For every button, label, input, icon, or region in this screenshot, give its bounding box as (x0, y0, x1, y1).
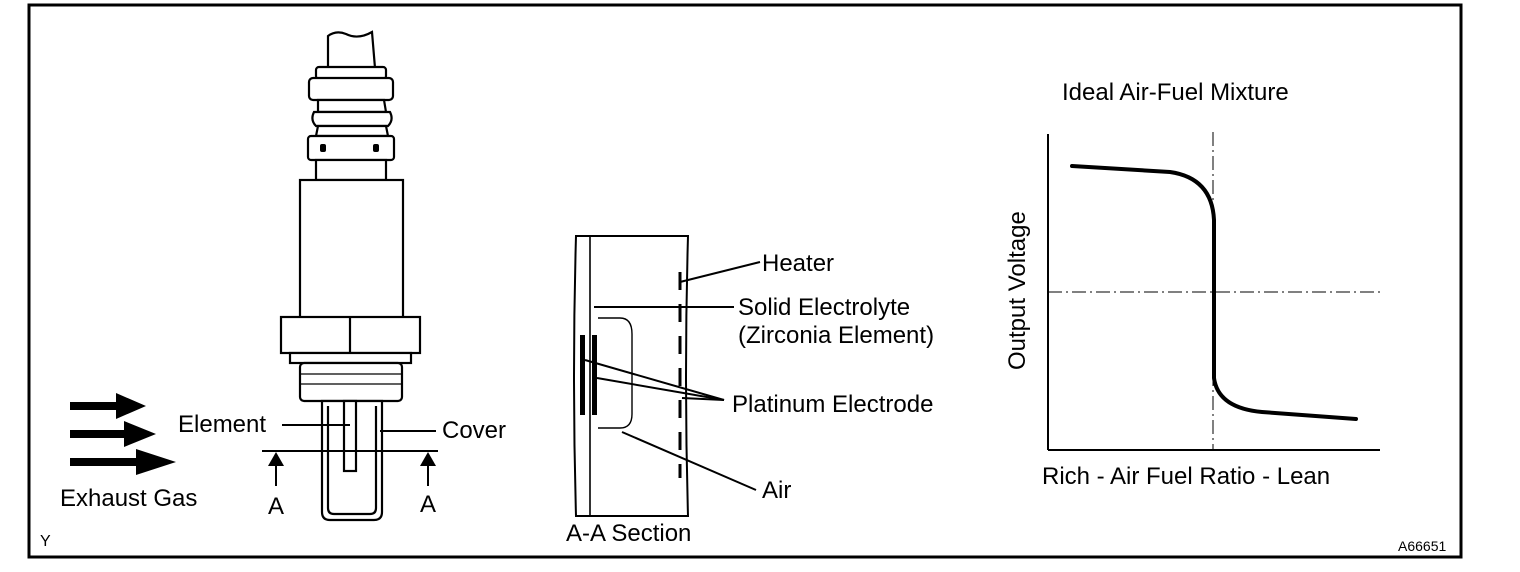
solid-electrolyte-label: Solid Electrolyte (738, 294, 910, 321)
boot-hole-right (373, 144, 379, 152)
section-marker-right: A (420, 491, 436, 518)
figure-code: A66651 (1398, 538, 1446, 554)
sensor-thread (298, 361, 404, 403)
graph-xlabel: Rich - Air Fuel Ratio - Lean (1042, 463, 1330, 490)
exhaust-flow-arrows (70, 393, 176, 475)
output-voltage-curve (1070, 164, 1358, 421)
graph-title: Ideal Air-Fuel Mixture (1062, 79, 1289, 106)
element-label: Element (178, 411, 266, 438)
figure-frame (27, 3, 1463, 559)
platinum-electrode-inner (580, 335, 585, 415)
section-arrow-right (420, 452, 436, 486)
sensor-boot (316, 98, 388, 114)
cross-section-outline (573, 235, 690, 517)
cover-label: Cover (442, 417, 506, 444)
zirconia-element-label: (Zirconia Element) (738, 322, 934, 349)
section-marker-left: A (268, 493, 284, 520)
exhaust-gas-label: Exhaust Gas (60, 485, 197, 512)
section-title: A-A Section (566, 520, 691, 547)
graph-ylabel: Output Voltage (1004, 211, 1031, 370)
air-label: Air (762, 477, 791, 504)
section-leaders (584, 261, 761, 491)
sensor-cable-stub (326, 30, 377, 70)
heater-label: Heater (762, 250, 834, 277)
platinum-electrode-outer (592, 335, 597, 415)
output-voltage-graph (1047, 132, 1380, 451)
section-arrow-left (268, 452, 284, 486)
corner-letter: Y (40, 533, 51, 550)
platinum-electrode-label: Platinum Electrode (732, 391, 933, 418)
sensor-element (342, 399, 358, 473)
cross-section (573, 235, 690, 517)
oxygen-sensor-body (279, 30, 422, 522)
boot-hole-left (320, 144, 326, 152)
sensor-shell (298, 178, 405, 320)
